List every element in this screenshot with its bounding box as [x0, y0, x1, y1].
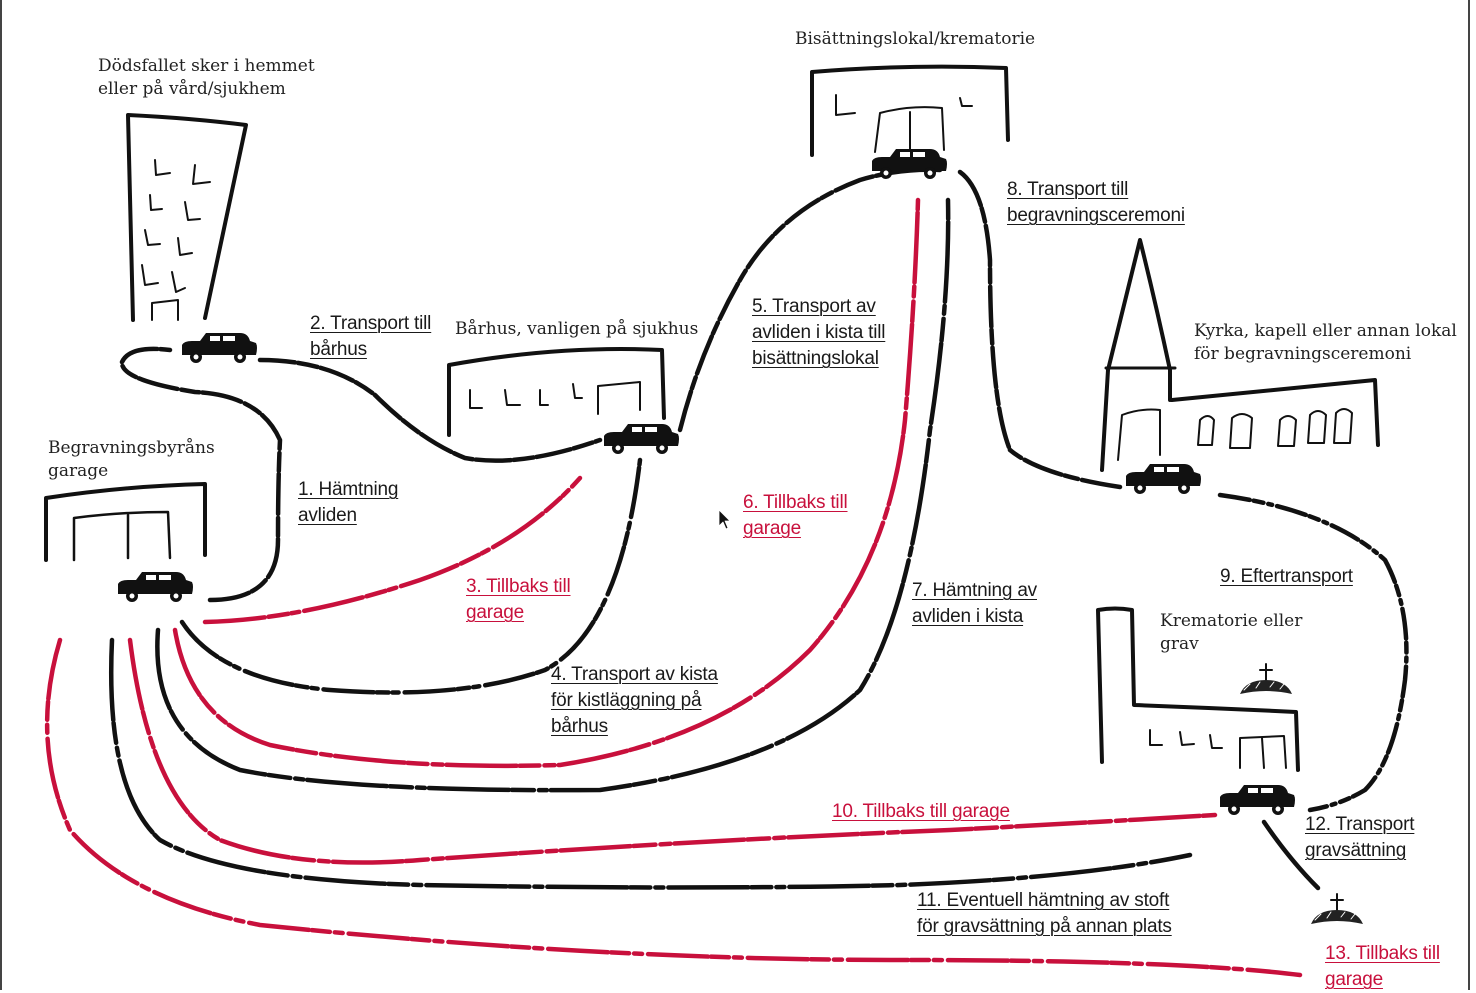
step-label-line: bisättningslokal	[752, 348, 879, 369]
step-label-3: 3. Tillbaks till garage	[466, 574, 571, 626]
grave-mound-icon	[1310, 893, 1364, 925]
hearse-car-icon	[1126, 464, 1201, 494]
crematory-grave-building-icon	[1096, 606, 1300, 772]
step-label-line: avliden i kista	[912, 606, 1024, 627]
hospital-building-icon	[126, 113, 248, 322]
step-label-11: 11. Eventuell hämtning av stoft för grav…	[917, 888, 1172, 940]
step-label-line: garage	[1325, 969, 1383, 990]
place-label-line: Bisättningslokal/krematorie	[795, 29, 1036, 49]
hearse-car-icon	[604, 424, 679, 454]
place-label-garage: Begravningsbyråns garage	[48, 437, 215, 483]
step-label-line: garage	[466, 602, 524, 623]
step-label-13: 13. Tillbaks till garage	[1325, 941, 1440, 993]
step-label-line: 11. Eventuell hämtning av stoft	[917, 890, 1170, 911]
routes	[44, 167, 1409, 978]
step-label-line: för gravsättning på annan plats	[917, 916, 1172, 937]
route-8-to-ceremony	[957, 169, 1123, 490]
step-label-line: bårhus	[310, 339, 367, 360]
hearse-car-icon	[182, 333, 257, 363]
place-label-line: för begravningsceremoni	[1194, 344, 1412, 364]
step-label-10: 10. Tillbaks till garage	[832, 799, 1010, 825]
step-label-line: 13. Tillbaks till	[1325, 943, 1440, 964]
step-label-6: 6. Tillbaks till garage	[743, 490, 848, 542]
step-label-line: för kistläggning på	[551, 690, 702, 711]
frame-edge-left	[0, 0, 2, 990]
route-12-to-grave	[1261, 819, 1321, 891]
route-2-to-morgue	[257, 357, 603, 463]
route-11-optional-pickup	[108, 637, 1193, 890]
place-label-church: Kyrka, kapell eller annan lokal för begr…	[1194, 320, 1457, 366]
step-label-line: 7. Hämtning av	[912, 580, 1037, 601]
hearse-car-icon	[118, 572, 193, 602]
step-label-1: 1. Hämtning avliden	[298, 477, 398, 529]
step-label-line: 2. Transport till	[310, 313, 432, 334]
route-3-back-garage	[202, 475, 583, 625]
step-label-5: 5. Transport av avliden i kista till bis…	[752, 294, 885, 372]
route-13-back-garage	[44, 637, 1303, 978]
church-building-icon	[1100, 238, 1380, 472]
place-label-morgue: Bårhus, vanligen på sjukhus	[455, 318, 698, 341]
step-label-line: 10. Tillbaks till garage	[832, 801, 1010, 822]
route-6-back-garage	[172, 197, 921, 769]
step-label-line: gravsättning	[1305, 840, 1407, 861]
place-label-grave: Krematorie eller grav	[1160, 610, 1302, 656]
route-5-to-crematorium	[677, 167, 943, 433]
step-label-9: 9. Eftertransport	[1220, 564, 1353, 590]
step-label-line: avliden i kista till	[752, 322, 886, 343]
step-label-4: 4. Transport av kista för kistläggning p…	[551, 662, 718, 740]
place-label-line: grav	[1160, 634, 1199, 654]
place-label-line: Begravningsbyråns	[48, 438, 215, 458]
step-label-line: 5. Transport av	[752, 296, 876, 317]
step-label-line: 1. Hämtning	[298, 479, 399, 500]
route-4-coffin-to-morgue	[179, 457, 643, 695]
hearse-car-icon	[1220, 785, 1295, 815]
step-label-line: 4. Transport av kista	[551, 664, 718, 685]
place-label-line: Dödsfallet sker i hemmet	[98, 56, 315, 76]
place-label-line: garage	[48, 461, 109, 481]
crematorium-building-icon	[810, 64, 1010, 157]
step-label-line: 12. Transport	[1305, 814, 1415, 835]
step-label-line: bårhus	[551, 716, 608, 737]
step-label-8: 8. Transport till begravningsceremoni	[1007, 177, 1185, 229]
hearse-car-icon	[872, 149, 947, 179]
step-label-line: 8. Transport till	[1007, 179, 1129, 200]
step-label-line: 3. Tillbaks till	[466, 576, 571, 597]
place-label-crematorium: Bisättningslokal/krematorie	[795, 28, 1035, 51]
step-label-line: begravningsceremoni	[1007, 205, 1185, 226]
grave-mound-icon	[1239, 663, 1293, 695]
route-7-pickup-coffin	[155, 197, 951, 793]
garage-building-icon	[44, 482, 207, 562]
place-label-home: Dödsfallet sker i hemmet eller på vård/s…	[98, 55, 315, 101]
step-label-line: 6. Tillbaks till	[743, 492, 848, 513]
place-label-line: Kyrka, kapell eller annan lokal	[1194, 321, 1457, 341]
route-9-post-transport	[1217, 492, 1409, 813]
route-10-back-garage	[127, 637, 1218, 865]
step-label-line: avliden	[298, 505, 357, 526]
place-label-line: eller på vård/sjukhem	[98, 79, 286, 99]
step-label-2: 2. Transport till bårhus	[310, 311, 431, 363]
place-label-line: Krematorie eller	[1160, 611, 1303, 631]
frame-edge-right	[1468, 0, 1470, 990]
step-label-12: 12. Transport gravsättning	[1305, 812, 1415, 864]
step-label-line: 9. Eftertransport	[1220, 566, 1353, 587]
step-label-7: 7. Hämtning av avliden i kista	[912, 578, 1037, 630]
route-1-pickup	[119, 346, 283, 603]
step-label-line: garage	[743, 518, 801, 539]
place-label-line: Bårhus, vanligen på sjukhus	[455, 319, 699, 339]
mouse-cursor-icon	[718, 509, 731, 530]
morgue-building-icon	[447, 347, 666, 437]
